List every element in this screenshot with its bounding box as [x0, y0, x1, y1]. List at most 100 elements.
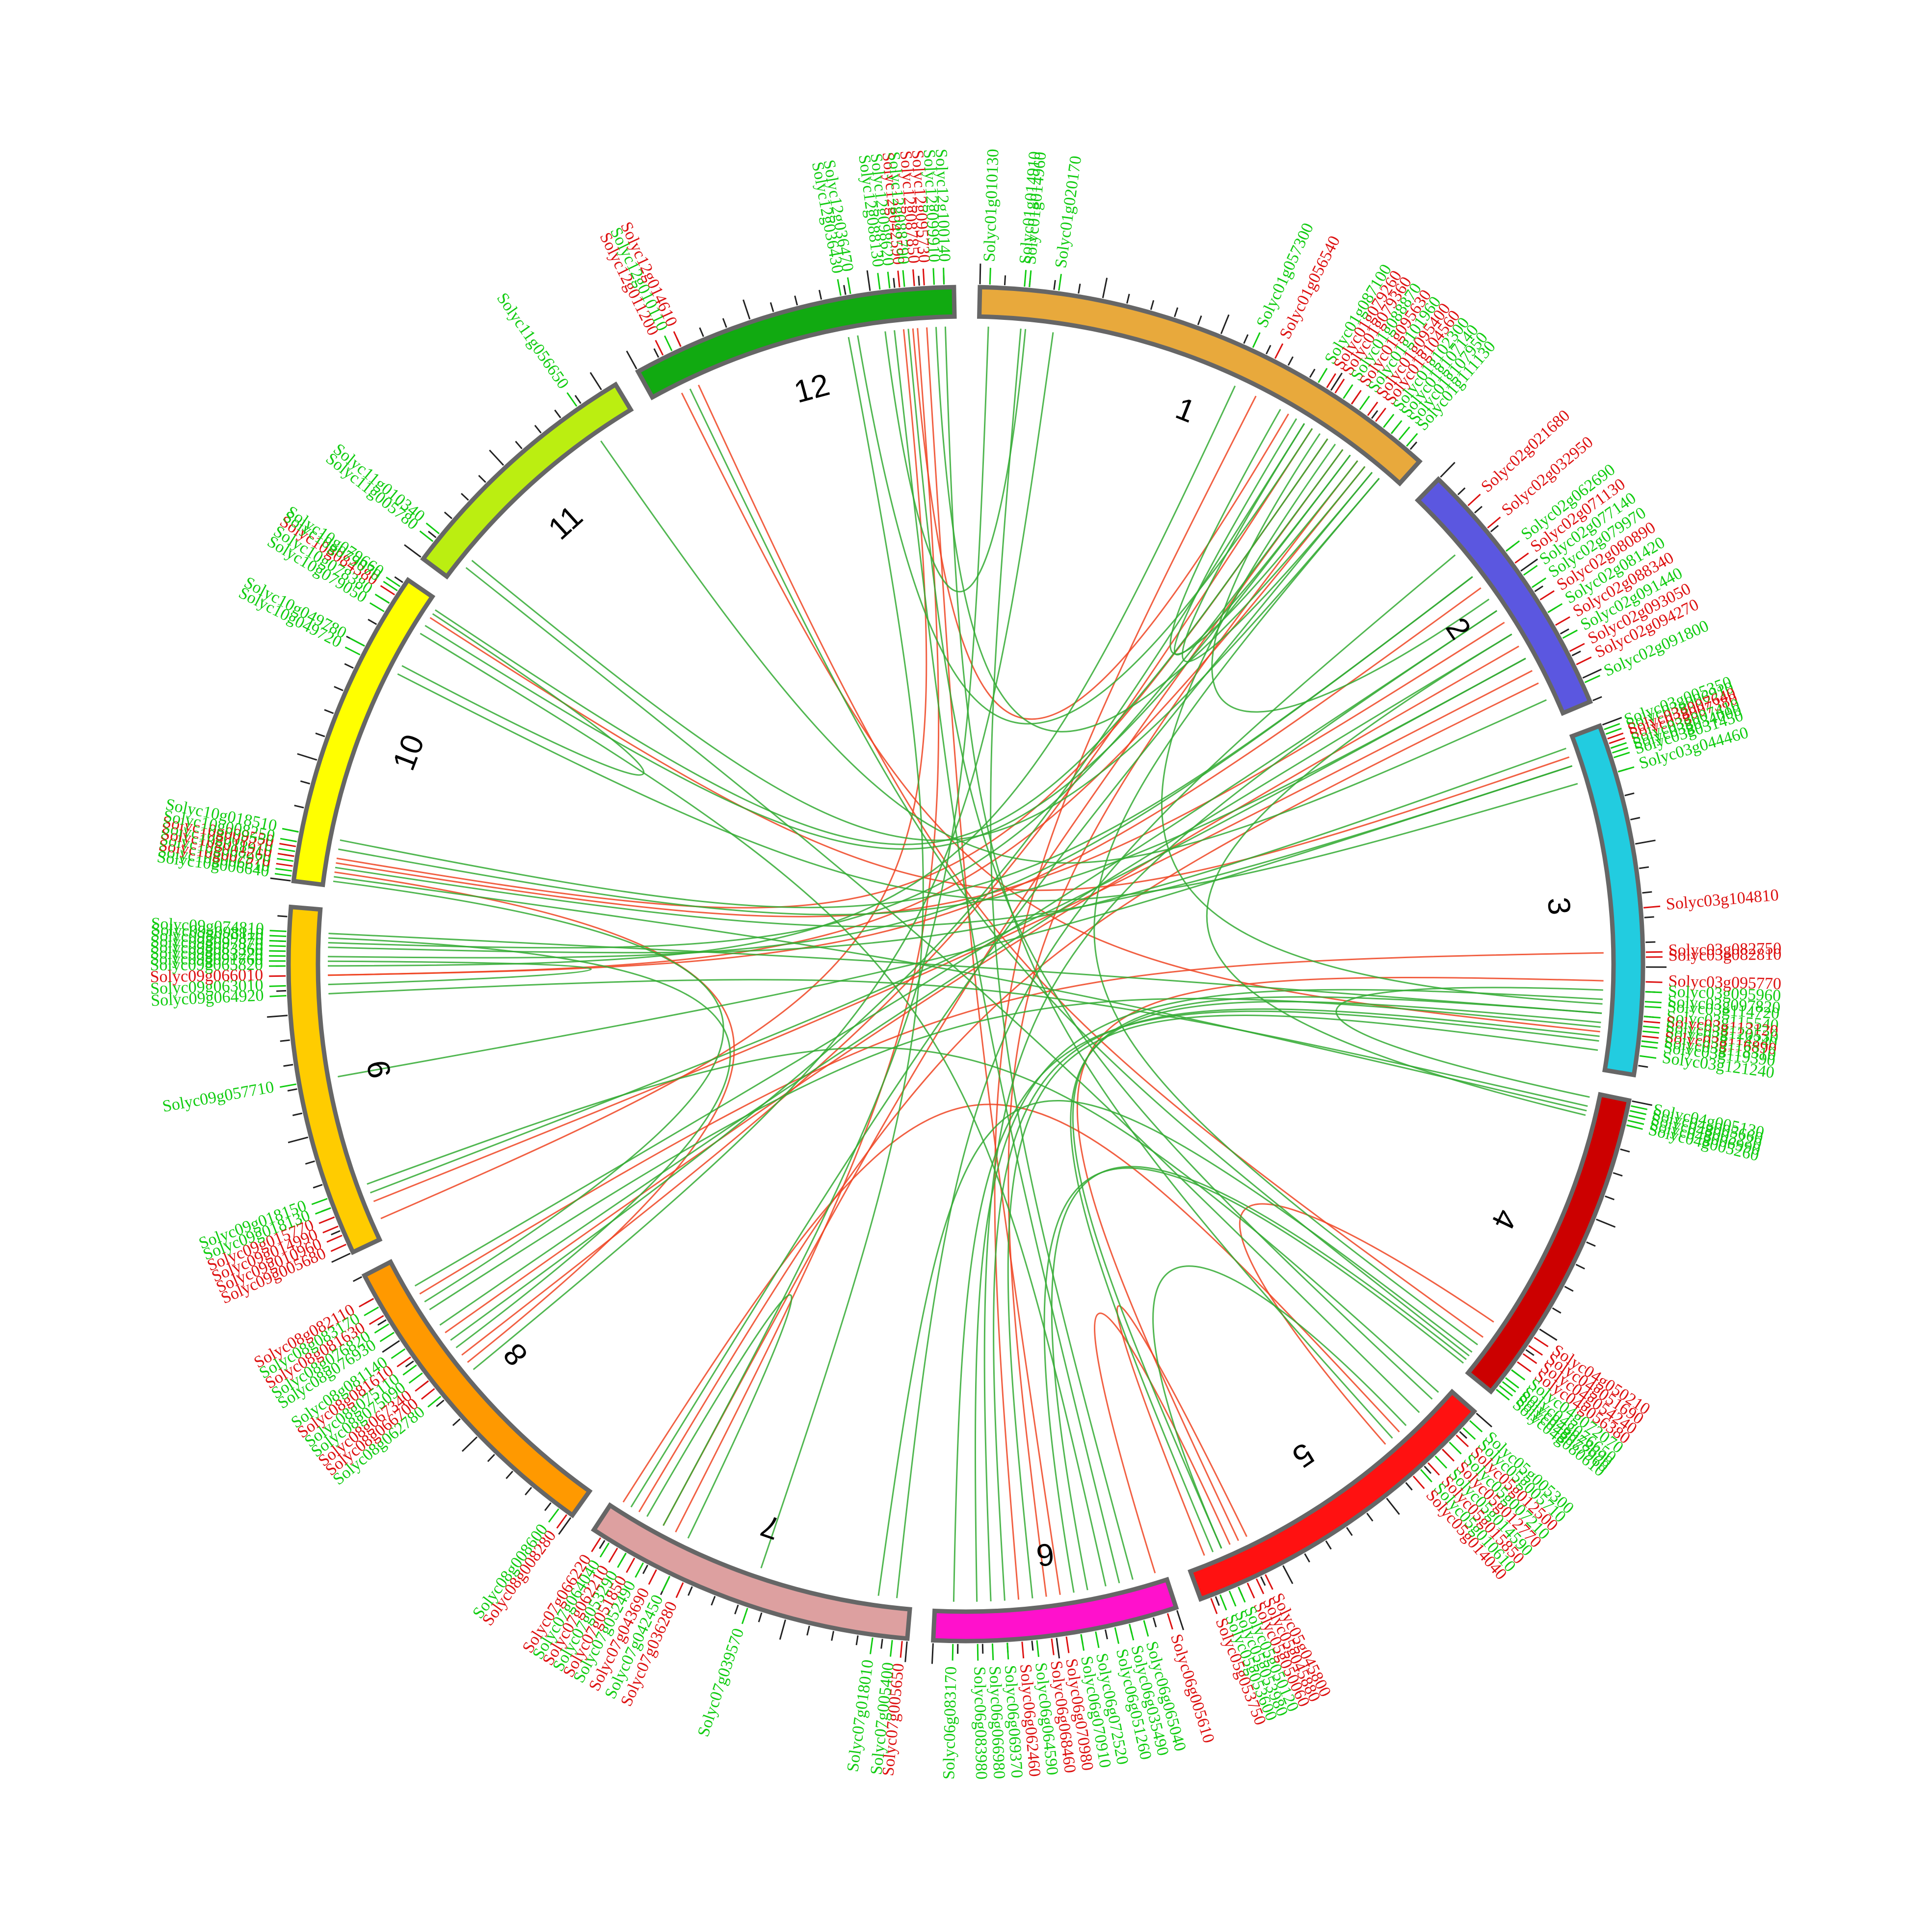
- chromosome-1-tick: [1371, 410, 1378, 419]
- chromosome-12-tick: [742, 299, 751, 320]
- gene-marker: [1514, 552, 1529, 564]
- gene-marker: [311, 1198, 328, 1205]
- gene-marker: [1584, 675, 1601, 683]
- chromosome-1-tick: [1220, 314, 1230, 334]
- chromosome-9-tick: [331, 1253, 351, 1263]
- gene-marker: [932, 268, 935, 285]
- chromosome-10-tick: [297, 753, 318, 761]
- chromosome-11-tick: [489, 449, 504, 466]
- link-green-67: [429, 997, 1601, 1310]
- gene-marker: [635, 1562, 644, 1578]
- gene-marker: [1614, 752, 1630, 758]
- gene-marker: [1412, 1475, 1425, 1489]
- gene-marker: [1630, 1110, 1646, 1115]
- link-red-8: [373, 670, 1533, 1202]
- gene-marker: [1617, 766, 1635, 773]
- chromosome-9-tick: [305, 1160, 315, 1165]
- chromosome-7-tick: [599, 1540, 606, 1549]
- chromosome-10-tick: [294, 805, 304, 809]
- chromosome-3-tick: [1635, 839, 1656, 845]
- gene-marker: [279, 843, 296, 847]
- gene-marker: [1080, 1634, 1085, 1651]
- chromosome-11-tick: [404, 544, 422, 558]
- chromosome-2-band: [1414, 476, 1593, 716]
- link-red-1: [461, 428, 1313, 1356]
- chromosome-9-tick: [266, 1015, 288, 1018]
- link-green-41: [600, 440, 1547, 864]
- link-red-7: [445, 645, 1519, 1333]
- link-green-65: [630, 471, 1373, 1508]
- link-green-72: [328, 449, 1344, 949]
- gene-marker: [1456, 1435, 1469, 1447]
- gene-marker: [1246, 1582, 1255, 1599]
- chromosome-4-band: [1465, 1092, 1632, 1395]
- gene-marker: [1522, 1353, 1537, 1364]
- link-green-61: [953, 1010, 1599, 1602]
- link-red-19: [675, 328, 940, 1533]
- link-green-83: [907, 329, 1433, 1400]
- gene-marker: [1467, 494, 1481, 506]
- chromosome-7-tick: [831, 1631, 835, 1641]
- link-green-80: [689, 388, 1470, 1357]
- link-green-64: [760, 337, 924, 1568]
- link-green-28: [327, 385, 1236, 967]
- gene-marker: [374, 1323, 390, 1334]
- gene-label: Solyc09g089870: [150, 926, 264, 948]
- chromosome-6-tick: [981, 1644, 984, 1654]
- gene-marker: [322, 1226, 339, 1233]
- chromosome-1-tick: [1409, 441, 1418, 450]
- gene-marker: [1359, 395, 1370, 410]
- chromosome-10-tick: [368, 619, 377, 625]
- gene-marker: [277, 853, 294, 857]
- gene-marker: [1517, 1361, 1532, 1373]
- gene-marker: [837, 279, 842, 296]
- gene-marker: [1006, 1643, 1009, 1660]
- chromosome-11-tick: [515, 441, 523, 449]
- gene-label: Solyc03g095770: [1668, 972, 1781, 993]
- gene-marker: [1643, 1025, 1660, 1029]
- gene-marker: [1024, 270, 1027, 287]
- chromosome-4-tick: [1620, 1148, 1630, 1153]
- link-green-30: [1181, 423, 1373, 663]
- chromosome-4-tick: [1552, 1307, 1561, 1314]
- gene-marker: [1643, 1020, 1661, 1024]
- chromosome-3-band: [1569, 723, 1645, 1078]
- gene-marker: [626, 1557, 635, 1573]
- chromosome-3-tick: [1639, 866, 1649, 869]
- gene-label: Solyc06g083170: [940, 1666, 960, 1779]
- gene-marker: [374, 594, 390, 604]
- gene-label: Solyc01g010130: [980, 149, 1003, 262]
- chromosome-6-tick: [1176, 1610, 1185, 1630]
- gene-marker: [847, 277, 851, 294]
- chromosome-12-tick: [893, 278, 896, 288]
- link-green-74: [334, 876, 1587, 1112]
- gene-marker: [369, 1315, 384, 1325]
- chromosome-10-tick: [334, 686, 344, 691]
- gene-marker: [1210, 1598, 1218, 1615]
- chromosome-12-tick: [866, 270, 871, 291]
- gene-marker: [1528, 1345, 1543, 1356]
- gene-marker: [1383, 414, 1395, 428]
- link-green-75: [335, 765, 1573, 928]
- chromosome-5-tick: [1304, 1553, 1310, 1563]
- gene-marker: [318, 1216, 335, 1224]
- link-green-71: [327, 960, 592, 986]
- gene-marker: [1631, 1105, 1648, 1110]
- gene-marker: [1534, 1336, 1549, 1348]
- link-green-82: [894, 330, 1120, 1584]
- chromosome-7-band: [590, 1502, 912, 1641]
- gene-marker: [1350, 390, 1362, 405]
- link-green-25: [662, 326, 989, 1526]
- link-green-38: [983, 610, 1498, 1602]
- gene-marker: [364, 1306, 379, 1316]
- link-green-59: [990, 328, 1134, 1580]
- link-green-50: [1007, 1014, 1598, 1599]
- gene-marker: [277, 858, 294, 862]
- link-green-85: [450, 423, 1305, 1341]
- chromosome-9-tick: [283, 1064, 293, 1067]
- link-red-15: [1116, 1305, 1247, 1556]
- gene-marker: [1427, 1462, 1440, 1476]
- chromosome-4-tick: [1632, 1100, 1653, 1106]
- chromosome-5-tick: [1215, 1596, 1220, 1606]
